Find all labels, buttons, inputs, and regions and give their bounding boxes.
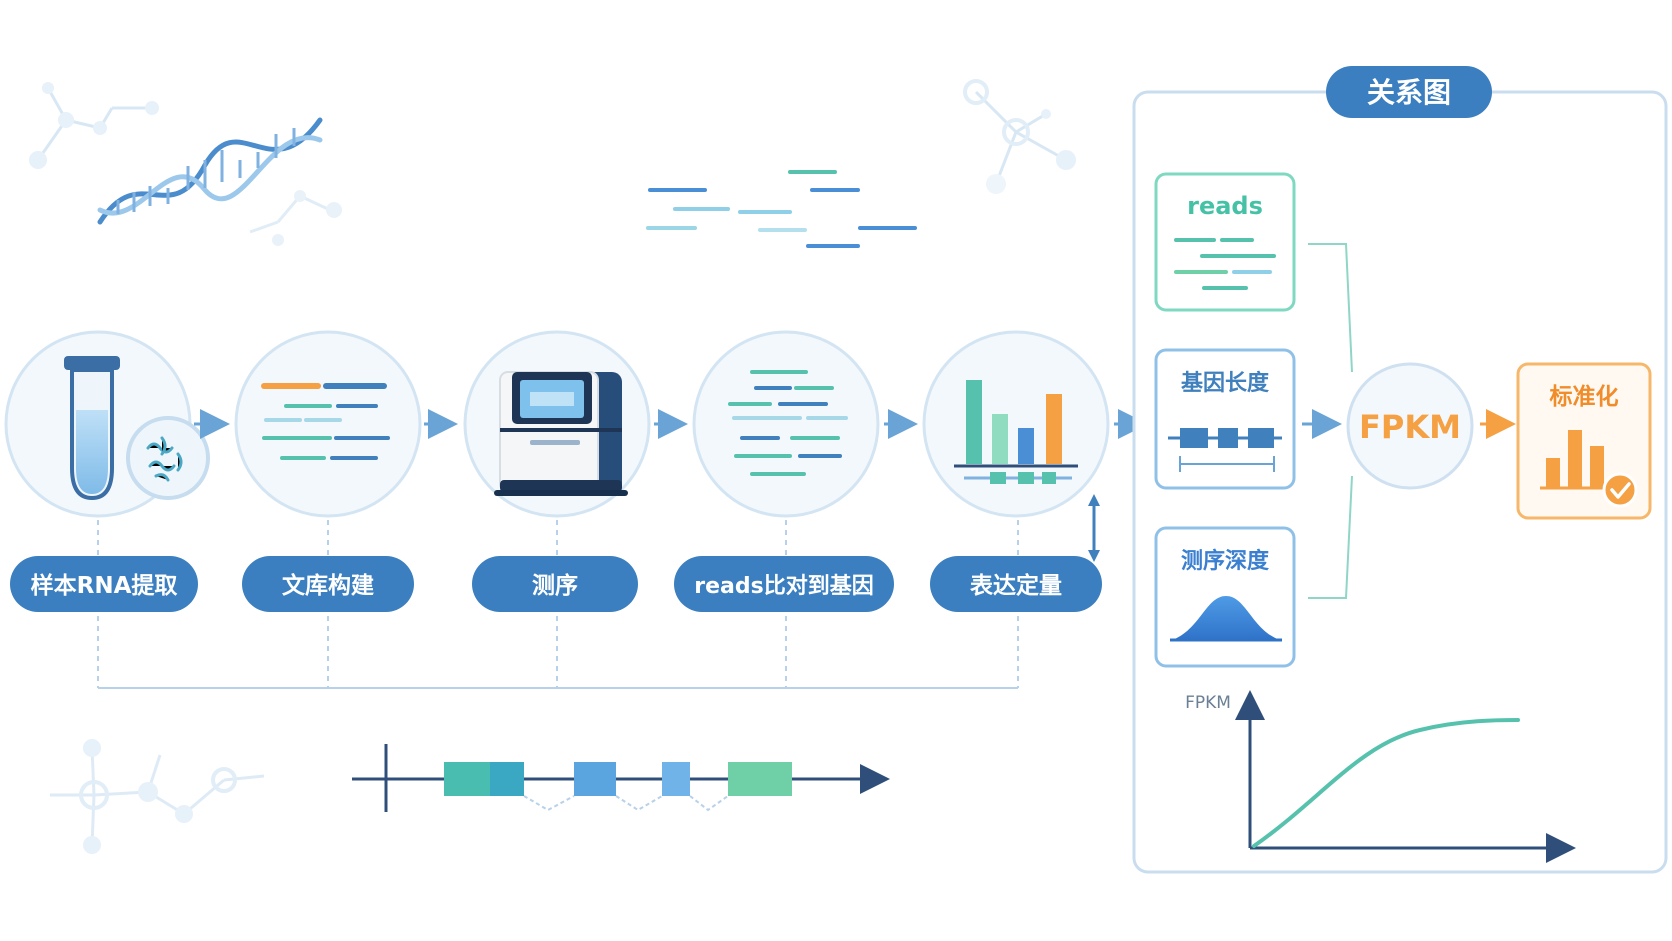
aligned-reads-icon [728, 370, 848, 476]
step-1-label: 样本RNA提取 [31, 572, 178, 599]
step-5-circle [922, 330, 1110, 518]
input-card-gene-length-title: 基因长度 [1181, 370, 1270, 396]
step-pill-4: reads比对到基因 [674, 556, 894, 612]
fpkm-curve-chart: FPKM [1185, 690, 1576, 863]
double-arrow-icon [1088, 494, 1100, 562]
molecule-decoration-small [249, 190, 342, 246]
input-card-reads-title: reads [1187, 192, 1263, 220]
input-connectors [1308, 243, 1353, 599]
step-5-label: 表达定量 [970, 572, 1062, 599]
step-3-label: 测序 [532, 572, 578, 599]
gene-model-icon [352, 744, 890, 812]
step-pill-5: 表达定量 [930, 556, 1102, 612]
input-card-depth-title: 测序深度 [1181, 548, 1270, 574]
floating-reads-decoration [646, 170, 917, 248]
input-card-gene-length: 基因长度 [1154, 348, 1296, 490]
step-2-circle [234, 330, 422, 518]
input-card-depth: 测序深度 [1154, 526, 1296, 668]
normalized-bar-check-icon [1540, 430, 1638, 508]
input-card-reads: reads [1154, 172, 1296, 312]
gene-length-icon [1168, 428, 1282, 472]
depth-curve-icon [1170, 596, 1282, 642]
output-card-normalized: 标准化 [1516, 362, 1652, 520]
step-pill-2: 文库构建 [242, 556, 414, 612]
step-pill-1: 样本RNA提取 [10, 556, 198, 612]
bottom-connector [97, 520, 1019, 689]
sequencer-icon [494, 371, 628, 496]
fpkm-node: FPKM [1346, 362, 1474, 490]
bar-chart-icon [954, 380, 1078, 484]
panel-title: 关系图 [1367, 76, 1451, 109]
dna-helix-icon [97, 117, 323, 225]
molecule-decoration-top-center [963, 79, 1076, 194]
step-4-label: reads比对到基因 [694, 574, 873, 599]
library-lines-icon [261, 383, 390, 460]
fpkm-curve-line [1252, 718, 1520, 848]
step-2-label: 文库构建 [282, 572, 374, 599]
output-card-title: 标准化 [1550, 383, 1619, 410]
test-tube-icon [64, 356, 210, 501]
molecule-decoration-top-left [29, 82, 159, 169]
molecule-decoration-bottom-left [50, 739, 265, 854]
fpkm-node-label: FPKM [1359, 408, 1461, 446]
curve-y-label: FPKM [1185, 693, 1231, 713]
step-pill-3: 测序 [472, 556, 638, 612]
reads-lines-icon [1174, 238, 1276, 290]
step-4-circle [692, 330, 880, 518]
